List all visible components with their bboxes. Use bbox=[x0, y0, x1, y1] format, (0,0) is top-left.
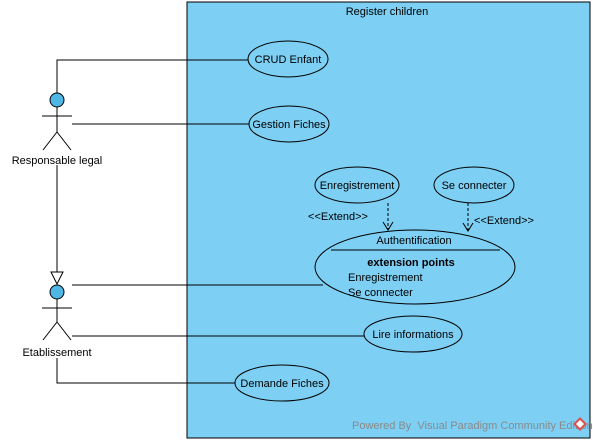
use-case-gestion-fiches[interactable]: Gestion Fiches bbox=[248, 105, 330, 143]
actor-leg-right bbox=[56, 131, 72, 151]
use-case-label: Gestion Fiches bbox=[252, 119, 326, 131]
actor-leg-left bbox=[42, 131, 58, 151]
association-responsable-crud bbox=[56, 59, 248, 93]
actor-etablissement[interactable]: Etablissement bbox=[22, 284, 92, 359]
use-case-label: Authentification bbox=[376, 235, 451, 247]
generalization-arrowhead bbox=[50, 271, 64, 286]
actor-leg-left bbox=[42, 321, 58, 341]
use-case-label: Lire informations bbox=[372, 329, 454, 341]
use-case-shape bbox=[314, 229, 516, 305]
extend-arrowhead-enregistrement bbox=[382, 221, 394, 231]
use-case-shape bbox=[248, 105, 330, 143]
watermark-text: Powered By Visual Paradigm Community Edi… bbox=[352, 420, 593, 432]
use-case-enregistrement[interactable]: Enregistrement bbox=[314, 166, 400, 204]
extend-label-se-connecter: <<Extend>> bbox=[474, 215, 534, 227]
actor-head bbox=[49, 92, 65, 108]
extend-label-enregistrement: <<Extend>> bbox=[308, 211, 368, 223]
association-etablissement-demande bbox=[56, 358, 235, 384]
use-case-lire-informations[interactable]: Lire informations bbox=[363, 315, 463, 353]
actor-leg-right bbox=[56, 321, 72, 341]
extension-point-item: Enregistrement bbox=[348, 272, 423, 284]
actor-label-etablissement: Etablissement bbox=[22, 347, 91, 359]
extension-point-item: Se connecter bbox=[348, 287, 413, 299]
actor-head bbox=[49, 284, 65, 300]
use-case-se-connecter[interactable]: Se connecter bbox=[433, 166, 515, 204]
system-title: Register children bbox=[346, 6, 429, 18]
use-case-label: Enregistrement bbox=[320, 180, 395, 192]
use-case-shape bbox=[433, 166, 515, 204]
use-case-authentification[interactable]: Authentification extension points Enregi… bbox=[314, 229, 516, 305]
use-case-shape bbox=[314, 166, 400, 204]
visual-paradigm-logo-icon bbox=[573, 417, 587, 431]
use-case-label: Demande Fiches bbox=[240, 378, 324, 390]
use-case-label: Se connecter bbox=[442, 180, 507, 192]
extension-points-heading: extension points bbox=[367, 257, 454, 269]
use-case-shape bbox=[234, 364, 330, 402]
use-case-label: CRUD Enfant bbox=[255, 54, 322, 66]
actor-responsable-legal[interactable]: Responsable legal bbox=[12, 92, 103, 167]
use-case-shape bbox=[247, 40, 329, 78]
actor-label-responsable: Responsable legal bbox=[12, 155, 103, 167]
extend-arrowhead-se-connecter bbox=[462, 222, 474, 232]
use-case-shape bbox=[363, 315, 463, 353]
use-case-demande-fiches[interactable]: Demande Fiches bbox=[234, 364, 330, 402]
use-case-crud-enfant[interactable]: CRUD Enfant bbox=[247, 40, 329, 78]
